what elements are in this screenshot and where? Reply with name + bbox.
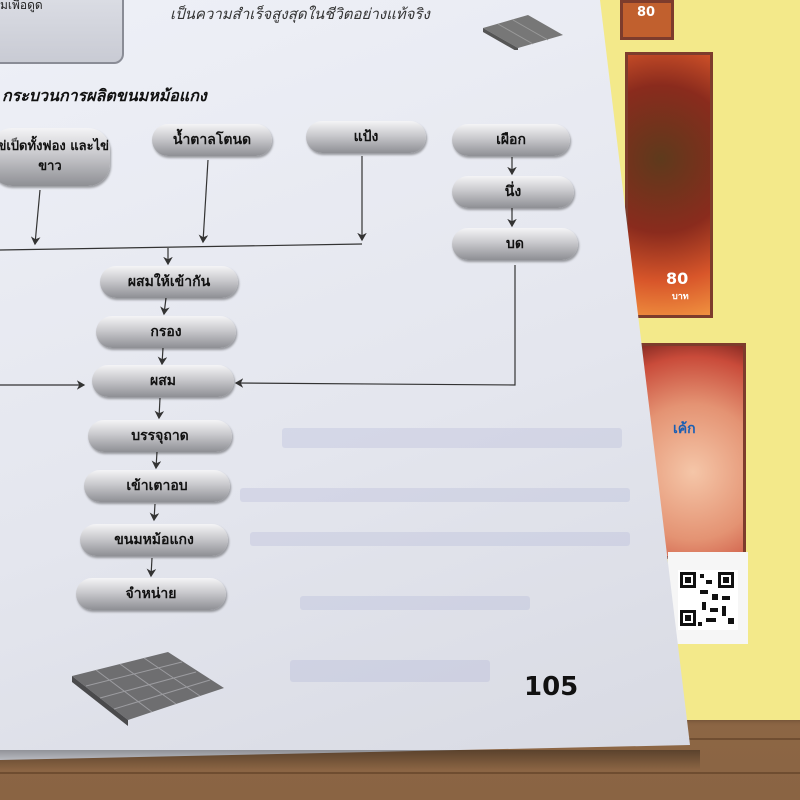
flow-step: ผสมให้เข้ากัน	[100, 266, 238, 298]
show-through-text	[250, 532, 630, 546]
flow-arrow	[154, 397, 165, 420]
cover-price: 80	[666, 269, 689, 288]
flow-step: บรรจุถาด	[88, 420, 232, 452]
section-title: กระบวนการผลิตขนมหม้อแกง	[2, 86, 207, 105]
flow-node-flour: แป้ง	[306, 121, 426, 153]
header-box	[0, 0, 124, 64]
page-shadow	[0, 750, 700, 770]
flow-step: ผสม	[92, 365, 234, 397]
flow-arrow	[149, 503, 160, 522]
show-through-text	[240, 488, 630, 502]
book-cover-thumbnail: 80	[620, 0, 674, 40]
show-through-text	[300, 596, 530, 610]
page-number: 105	[524, 672, 579, 702]
flow-node-steam: นึ่ง	[452, 176, 574, 208]
flow-arrow	[157, 347, 168, 366]
flow-step: เข้าเตาอบ	[84, 470, 230, 502]
flow-arrow	[234, 265, 516, 388]
flow-arrow	[151, 451, 162, 470]
flow-step: กรอง	[96, 316, 236, 348]
flow-step: จำหน่าย	[76, 578, 226, 610]
book-cover-thumbnail: 80 บาท	[625, 52, 713, 318]
book-page: มเพื่อดูด เป็นความสำเร็จสูงสุดในชีวิตอย่…	[0, 0, 690, 760]
header-quote: เป็นความสำเร็จสูงสุดในชีวิตอย่างแท้จริง	[170, 5, 430, 23]
wood-grain	[0, 772, 800, 774]
flow-connectors	[0, 156, 517, 578]
flow-node-mash: บด	[452, 228, 578, 260]
cover-price-unit: บาท	[672, 292, 689, 302]
tiles-decoration-icon	[483, 15, 563, 50]
qr-code-icon	[678, 570, 738, 630]
flow-merge-line	[0, 243, 363, 251]
flow-arrow	[160, 297, 170, 316]
header-box-text: มเพื่อดูด	[0, 0, 43, 12]
flow-step: ขนมหม้อแกง	[80, 524, 228, 556]
flow-arrow	[146, 557, 157, 578]
flow-node-sugar: น้ำตาลโตนด	[152, 124, 272, 156]
flow-arrow	[30, 189, 41, 246]
show-through-text	[282, 428, 622, 448]
flow-arrow	[198, 159, 209, 244]
tiles-decoration-icon	[72, 652, 224, 726]
flow-node-eggs: ไข่เป็ดทั้งฟอง และไข่ขาว	[0, 128, 110, 186]
cover-price: 80	[637, 5, 656, 20]
qr-code-sticker	[668, 552, 748, 644]
flow-node-taro: เผือก	[452, 124, 570, 156]
show-through-text	[290, 660, 490, 682]
cover-title: เค้ก	[673, 421, 696, 437]
